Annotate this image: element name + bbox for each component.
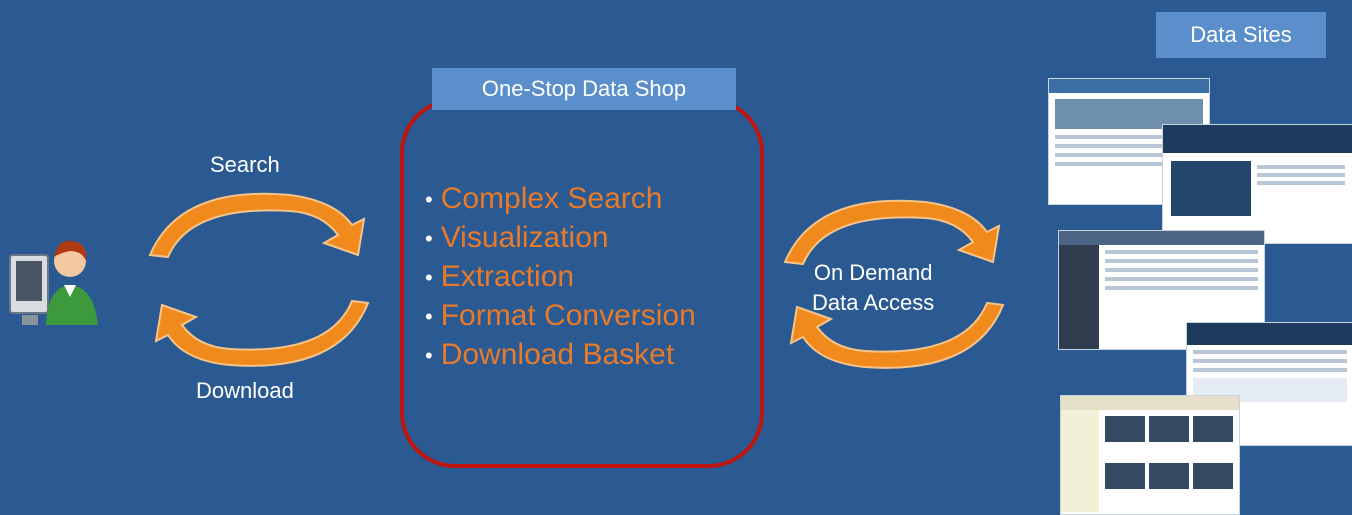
download-label: Download <box>196 378 294 403</box>
feature-item: •Visualization <box>425 221 609 255</box>
shop-title: One-Stop Data Shop <box>432 68 736 110</box>
feature-item: •Complex Search <box>425 182 663 215</box>
user-computer-icon <box>8 235 108 330</box>
feature-item: •Format Conversion <box>425 299 696 333</box>
site-screenshot-3 <box>1058 230 1265 350</box>
site-screenshot-5 <box>1060 395 1240 515</box>
feature-item: •Extraction <box>425 260 575 294</box>
search-arrow-icon <box>148 192 366 259</box>
data-sites-title: Data Sites <box>1156 12 1326 58</box>
response-arrow-icon <box>789 301 1005 369</box>
feature-item: •Download Basket <box>425 338 675 372</box>
request-arrow-icon <box>783 199 1001 266</box>
feature-list: •Complex Search •Visualization •Extracti… <box>425 180 696 375</box>
search-label: Search <box>210 152 280 177</box>
on-demand-label: On Demand Data Access <box>812 260 935 315</box>
site-screenshot-2 <box>1162 124 1352 244</box>
download-arrow-icon <box>154 299 370 367</box>
